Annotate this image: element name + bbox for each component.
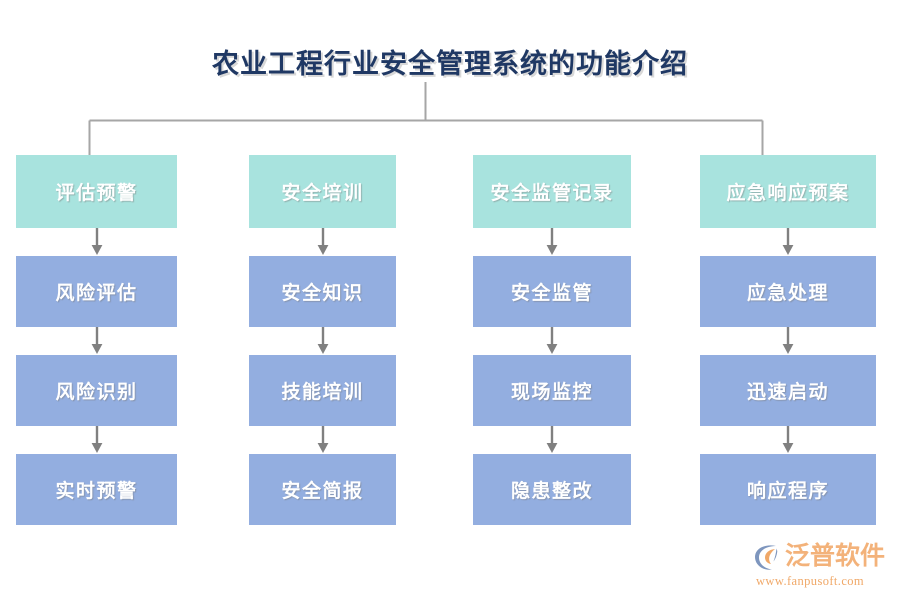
- column-header[interactable]: 安全培训: [249, 155, 396, 228]
- node-box[interactable]: 实时预警: [16, 454, 177, 525]
- brand-logo[interactable]: 泛普软件 www.fanpusoft.com: [752, 540, 892, 592]
- arrow-gap: [700, 228, 876, 256]
- arrow-down-icon: [782, 426, 794, 453]
- node-box[interactable]: 应急处理: [700, 256, 876, 327]
- column-2: 安全培训 安全知识 技能培训 安全简报: [249, 155, 396, 525]
- node-box[interactable]: 风险评估: [16, 256, 177, 327]
- arrow-down-icon: [546, 426, 558, 453]
- arrow-gap: [249, 426, 396, 454]
- arrow-down-icon: [317, 327, 328, 354]
- node-box[interactable]: 安全知识: [249, 256, 396, 327]
- node-box[interactable]: 技能培训: [249, 355, 396, 426]
- arrow-down-icon: [782, 327, 794, 354]
- node-box[interactable]: 安全简报: [249, 454, 396, 525]
- arrow-down-icon: [317, 228, 328, 255]
- arrow-gap: [700, 426, 876, 454]
- arrow-down-icon: [546, 228, 558, 255]
- logo-name: 泛普软件: [785, 542, 886, 570]
- column-4: 应急响应预案 应急处理 迅速启动 响应程序: [700, 155, 876, 525]
- arrow-down-icon: [782, 228, 794, 255]
- node-box[interactable]: 迅速启动: [700, 355, 876, 426]
- column-header[interactable]: 应急响应预案: [700, 155, 876, 228]
- column-header[interactable]: 安全监管记录: [473, 155, 631, 228]
- node-box[interactable]: 隐患整改: [473, 454, 631, 525]
- arrow-down-icon: [546, 327, 558, 354]
- column-3: 安全监管记录 安全监管 现场监控 隐患整改: [473, 155, 631, 525]
- arrow-gap: [249, 327, 396, 355]
- arrow-down-icon: [317, 426, 328, 453]
- column-header[interactable]: 评估预警: [16, 155, 177, 228]
- arrow-gap: [16, 327, 177, 355]
- arrow-gap: [473, 426, 631, 454]
- node-box[interactable]: 风险识别: [16, 355, 177, 426]
- arrow-down-icon: [91, 228, 102, 255]
- logo-row: 泛普软件: [752, 540, 892, 573]
- arrow-down-icon: [91, 426, 102, 453]
- fanpu-swoosh-icon: [755, 544, 778, 570]
- arrow-gap: [249, 228, 396, 256]
- arrow-gap: [473, 327, 631, 355]
- arrow-gap: [473, 228, 631, 256]
- arrow-down-icon: [91, 327, 102, 354]
- logo-url: www.fanpusoft.com: [756, 574, 865, 588]
- arrow-gap: [16, 228, 177, 256]
- arrow-gap: [16, 426, 177, 454]
- node-box[interactable]: 现场监控: [473, 355, 631, 426]
- node-box[interactable]: 安全监管: [473, 256, 631, 327]
- column-1: 评估预警 风险评估 风险识别 实时预警: [16, 155, 177, 525]
- node-box[interactable]: 响应程序: [700, 454, 876, 525]
- arrow-gap: [700, 327, 876, 355]
- page-title: 农业工程行业安全管理系统的功能介绍: [212, 49, 688, 79]
